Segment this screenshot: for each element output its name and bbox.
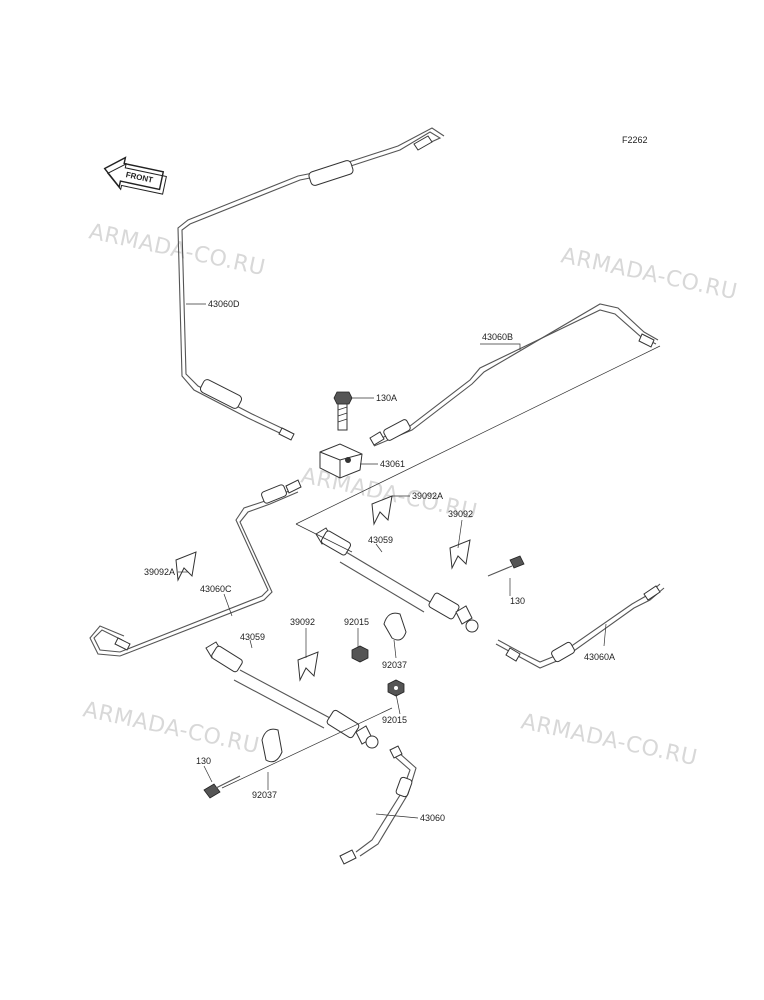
brake-line-43060A bbox=[495, 583, 665, 669]
bracket-92037-right bbox=[383, 612, 407, 641]
label-43060: 43060 bbox=[420, 813, 445, 823]
brake-line-43060D bbox=[177, 127, 445, 441]
nut-92015-bottom bbox=[387, 679, 405, 697]
label-43061: 43061 bbox=[380, 459, 405, 469]
label-92015-top: 92015 bbox=[344, 617, 369, 627]
watermark-top-right: ARMADA-CO.RU bbox=[559, 243, 740, 305]
watermark-top-left: ARMADA-CO.RU bbox=[87, 219, 268, 281]
brake-line-43060 bbox=[339, 745, 417, 865]
brake-line-43060B bbox=[369, 303, 659, 447]
label-39092-right: 39092 bbox=[448, 509, 473, 519]
nut-92015-top bbox=[351, 645, 369, 663]
clip-39092-right bbox=[449, 539, 471, 570]
bracket-92037-left bbox=[261, 728, 283, 763]
label-130-right: 130 bbox=[510, 596, 525, 606]
watermark-bottom-left: ARMADA-CO.RU bbox=[81, 697, 262, 759]
label-39092A-top: 39092A bbox=[412, 491, 443, 501]
clip-39092A-left bbox=[175, 551, 197, 582]
clip-39092A-top bbox=[371, 495, 393, 526]
label-92037-left: 92037 bbox=[252, 790, 277, 800]
label-43060C: 43060C bbox=[200, 584, 232, 594]
label-43059-left: 43059 bbox=[240, 632, 265, 642]
label-39092A-left: 39092A bbox=[144, 567, 175, 577]
reference-line-upper bbox=[295, 345, 661, 525]
label-43060D: 43060D bbox=[208, 299, 240, 309]
reference-line-join bbox=[295, 523, 353, 553]
label-43060B: 43060B bbox=[482, 332, 513, 342]
reference-line-lower bbox=[221, 707, 393, 789]
bolt-130-left bbox=[203, 775, 241, 799]
label-92037-right: 92037 bbox=[382, 660, 407, 670]
label-130-left: 130 bbox=[196, 756, 211, 766]
bolt-130-right bbox=[487, 555, 525, 577]
bolt-130A bbox=[333, 391, 353, 431]
figure-code: F2262 bbox=[622, 135, 648, 145]
junction-block-43061 bbox=[319, 443, 363, 479]
brake-hose-43059-left bbox=[205, 641, 379, 749]
brake-line-43060C bbox=[89, 479, 302, 657]
label-92015-bottom: 92015 bbox=[382, 715, 407, 725]
label-130A: 130A bbox=[376, 393, 397, 403]
front-arrow-icon: FRONT bbox=[103, 156, 167, 195]
label-39092-mid: 39092 bbox=[290, 617, 315, 627]
clip-39092-mid bbox=[297, 651, 319, 682]
label-43059-right: 43059 bbox=[368, 535, 393, 545]
label-43060A: 43060A bbox=[584, 652, 615, 662]
watermark-bottom-right: ARMADA-CO.RU bbox=[519, 709, 700, 771]
